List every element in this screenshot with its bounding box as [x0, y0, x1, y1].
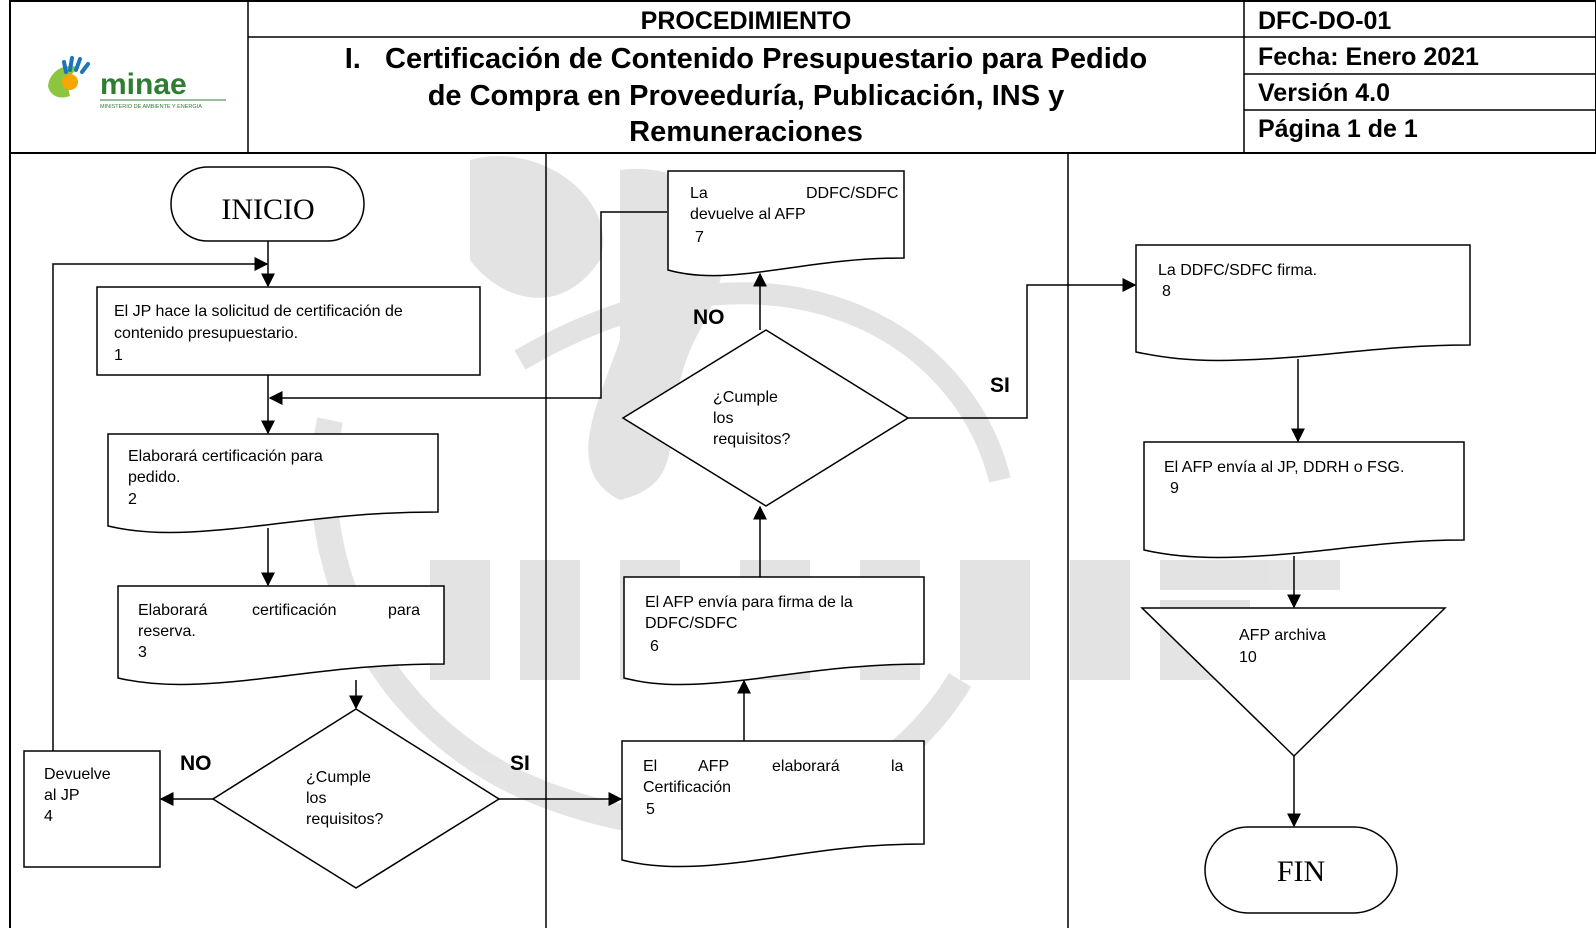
step-1-number: 1 [114, 347, 123, 364]
step-7-text: DDFC/SDFC [806, 185, 898, 202]
step-10-text: AFP archiva [1239, 627, 1326, 644]
step-5-text: Certificación [643, 779, 731, 796]
decision-2-text: ¿Cumple [713, 389, 778, 406]
end-terminator [1204, 826, 1398, 914]
step-2-document [107, 433, 439, 534]
procedure-label: PROCEDIMIENTO [640, 7, 852, 35]
step-1-text: El JP hace la solicitud de certificación… [114, 303, 403, 320]
step-9-text: El AFP envía al JP, DDRH o FSG. [1164, 459, 1404, 476]
decision-1-text: requisitos? [306, 811, 383, 828]
procedure-title-line2: de Compra en Proveeduría, Publicación, I… [427, 80, 1065, 112]
document-page: Página 1 de 1 [1258, 115, 1418, 143]
step-6-text: DDFC/SDFC [645, 615, 737, 632]
procedure-title-line1: I. Certificación de Contenido Presupuest… [344, 43, 1148, 75]
step-3-text: reserva. [138, 623, 196, 640]
step-5-text: AFP [698, 758, 729, 775]
step-3-document [117, 585, 445, 686]
document-version: Versión 4.0 [1258, 79, 1391, 107]
step-3-number: 3 [138, 644, 147, 661]
step-7-number: 7 [695, 229, 704, 246]
connectors [52, 211, 1305, 828]
header-grid [9, 0, 1596, 154]
step-2-text: pedido. [128, 469, 181, 486]
step-1-box [96, 286, 481, 376]
step-4-box [23, 750, 161, 868]
step-7-text: devuelve al AFP [690, 206, 806, 223]
step-3-text: para [388, 602, 420, 619]
step-9-document [1143, 441, 1465, 559]
decision-2-text: los [713, 410, 733, 427]
end-label: FIN [1277, 855, 1325, 888]
procedure-title-line3: Remuneraciones [629, 116, 863, 148]
step-5-text: la [891, 758, 904, 775]
step-6-text: El AFP envía para firma de la [645, 594, 853, 611]
step-6-number: 6 [650, 638, 659, 655]
step-8-number: 8 [1162, 283, 1171, 300]
step-4-text: Devuelve [44, 766, 111, 783]
minae-logo: minae MINISTERIO DE AMBIENTE Y ENERGIA [48, 56, 226, 110]
step-8-text: La DDFC/SDFC firma. [1158, 262, 1317, 279]
step-10-number: 10 [1239, 649, 1257, 666]
document-code: DFC-DO-01 [1258, 7, 1392, 35]
step-1-text: contenido presupuestario. [114, 325, 298, 342]
start-label: INICIO [221, 193, 314, 226]
logo-wordmark: minae [100, 68, 187, 101]
step-4-text: al JP [44, 787, 80, 804]
document-date: Fecha: Enero 2021 [1258, 43, 1479, 71]
step-4-number: 4 [44, 808, 53, 825]
step-7-document [667, 170, 905, 277]
decision-1-text: los [306, 790, 326, 807]
step-3-text: certificación [252, 602, 336, 619]
step-5-number: 5 [646, 801, 655, 818]
decision-1-text: ¿Cumple [306, 769, 371, 786]
yes-label: SI [990, 374, 1010, 397]
decision-2-text: requisitos? [713, 431, 790, 448]
decision-1-diamond [211, 708, 501, 889]
no-label: NO [180, 752, 212, 775]
step-7-text: La [690, 185, 708, 202]
step-5-text: El [643, 758, 657, 775]
step-5-document [621, 740, 925, 868]
no-label: NO [693, 306, 725, 329]
logo-subtitle: MINISTERIO DE AMBIENTE Y ENERGIA [100, 104, 202, 110]
step-2-number: 2 [128, 491, 137, 508]
step-9-number: 9 [1170, 480, 1179, 497]
step-5-text: elaborará [772, 758, 840, 775]
step-3-text: Elaborará [138, 602, 207, 619]
step-8-document [1135, 244, 1471, 362]
step-2-text: Elaborará certificación para [128, 448, 323, 465]
yes-label: SI [510, 752, 530, 775]
